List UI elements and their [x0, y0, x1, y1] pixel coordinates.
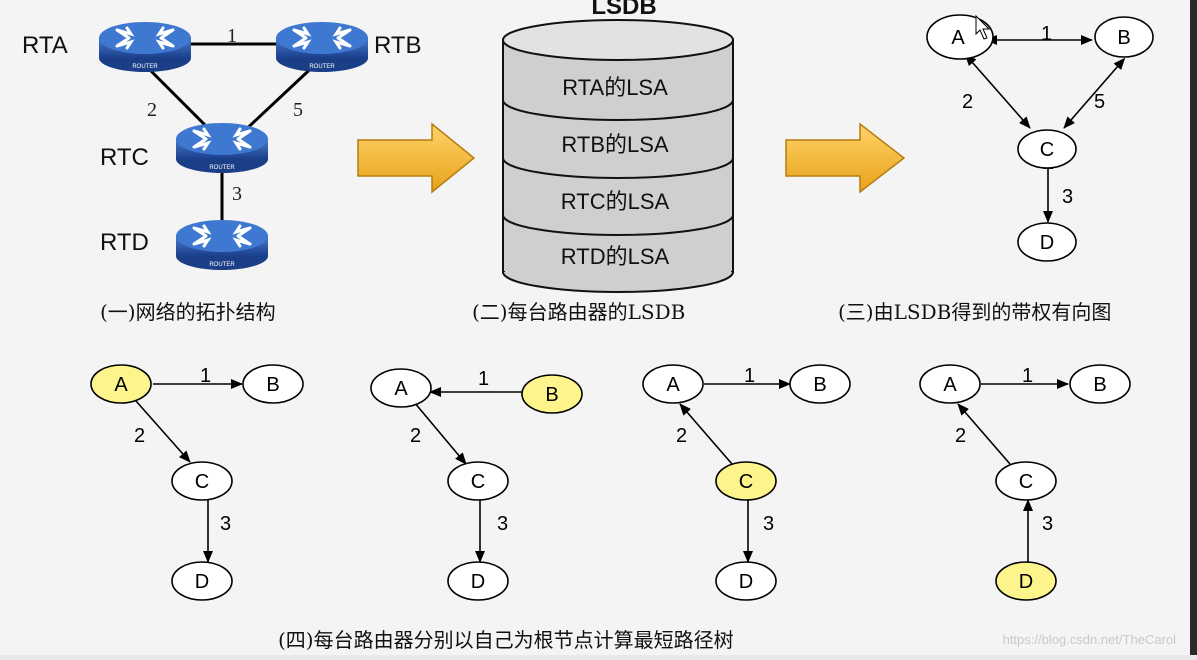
node-label: A: [394, 378, 408, 400]
cost-bc: 5: [293, 99, 303, 121]
caption-weighted-graph: (三)由LSDB得到的带权有向图: [838, 300, 1112, 324]
router-badge: ROUTER: [132, 64, 158, 70]
node-label: A: [666, 374, 680, 396]
lsa-entry: RTC的LSA: [561, 189, 670, 214]
router-rtb-label: RTB: [374, 32, 422, 59]
router-rtd-icon: ROUTER: [174, 218, 270, 272]
flow-arrow-icon: [785, 122, 906, 194]
node-label: C: [195, 471, 209, 493]
lsa-entry: RTA的LSA: [562, 75, 668, 100]
node-label: A: [114, 374, 128, 396]
node-label: D: [1019, 571, 1033, 593]
window-edge: [1190, 0, 1197, 655]
weight-label: 1: [744, 365, 755, 387]
lsdb-panel: LSDB RTA的LSA RTB的LSA RTC的LSA RTD的LSA: [502, 0, 734, 293]
weight-label: 1: [478, 368, 489, 390]
node-label: C: [1019, 471, 1033, 493]
topology-panel: ROUTER ROUTER ROUTER ROUTER RTA RTB RTC …: [22, 20, 422, 272]
lsdb-title: LSDB: [591, 0, 656, 20]
weight-label: 2: [962, 91, 973, 113]
node-label: B: [1093, 374, 1106, 396]
weight-label: 1: [1041, 23, 1052, 45]
spt-tree-d: A B C D 1 2 3: [919, 364, 1131, 601]
weight-label: 1: [1022, 365, 1033, 387]
mouse-cursor-icon: [975, 14, 991, 40]
node-label: D: [1040, 232, 1054, 254]
cost-ac: 2: [147, 99, 157, 121]
weight-label: 2: [676, 425, 687, 447]
weight-label: 2: [955, 425, 966, 447]
lsdb-cylinder-top: [502, 19, 734, 61]
node-label: C: [471, 471, 485, 493]
node-label: C: [1040, 139, 1054, 161]
graph-node-d: [1017, 222, 1077, 262]
graph-node-b: [1094, 16, 1154, 58]
node-label: D: [195, 571, 209, 593]
router-rtc-icon: ROUTER: [174, 121, 270, 175]
node-label: A: [951, 27, 965, 49]
router-badge: ROUTER: [209, 262, 235, 268]
caption-topology: (一)网络的拓扑结构: [100, 300, 276, 324]
router-badge: ROUTER: [209, 165, 235, 171]
graph-node-c: [1017, 129, 1077, 169]
router-rtb-icon: ROUTER: [274, 20, 370, 74]
flow-arrow-icon: [357, 122, 476, 194]
lsa-entry: RTB的LSA: [561, 132, 669, 157]
tree-root-node: [715, 461, 777, 501]
spt-tree-b: A B C D 1 2 3: [370, 368, 583, 601]
caption-lsdb: (二)每台路由器的LSDB: [472, 300, 686, 324]
weight-label: 2: [410, 425, 421, 447]
router-rtc-label: RTC: [100, 144, 149, 171]
weight-label: 3: [1042, 513, 1053, 535]
weight-label: 3: [220, 513, 231, 535]
router-rta-icon: ROUTER: [97, 20, 193, 74]
node-label: C: [739, 471, 753, 493]
caption-spt: (四)每台路由器分别以自己为根节点计算最短路径树: [278, 628, 734, 652]
cost-ab: 1: [227, 25, 237, 47]
tree-root-node: [90, 364, 152, 404]
weight-label: 3: [763, 513, 774, 535]
node-label: B: [266, 374, 279, 396]
spt-tree-a: A B C D 1 2 3: [90, 364, 304, 601]
node-label: A: [943, 374, 957, 396]
router-rtd-label: RTD: [100, 229, 149, 256]
cost-cd: 3: [232, 183, 242, 205]
weight-label: 3: [497, 513, 508, 535]
weight-label: 1: [200, 365, 211, 387]
router-badge: ROUTER: [309, 64, 335, 70]
weight-label: 3: [1062, 186, 1073, 208]
watermark: https://blog.csdn.net/TheCarol: [1002, 632, 1176, 647]
node-label: B: [813, 374, 826, 396]
spt-tree-c: A B C D 1 2 3: [642, 364, 851, 601]
weight-label: 5: [1094, 91, 1105, 113]
tree-root-node: [521, 374, 583, 414]
node-label: B: [545, 384, 558, 406]
node-label: D: [739, 571, 753, 593]
tree-root-node: [995, 561, 1057, 601]
link-rta-rtc: [138, 58, 217, 137]
lsa-entry: RTD的LSA: [561, 244, 670, 269]
node-label: D: [471, 571, 485, 593]
weight-label: 2: [134, 425, 145, 447]
node-label: B: [1117, 27, 1130, 49]
router-rta-label: RTA: [22, 32, 68, 59]
weighted-graph-panel: A B C D 1 2 5 3: [926, 14, 1154, 262]
link-rtb-rtc: [238, 58, 322, 137]
